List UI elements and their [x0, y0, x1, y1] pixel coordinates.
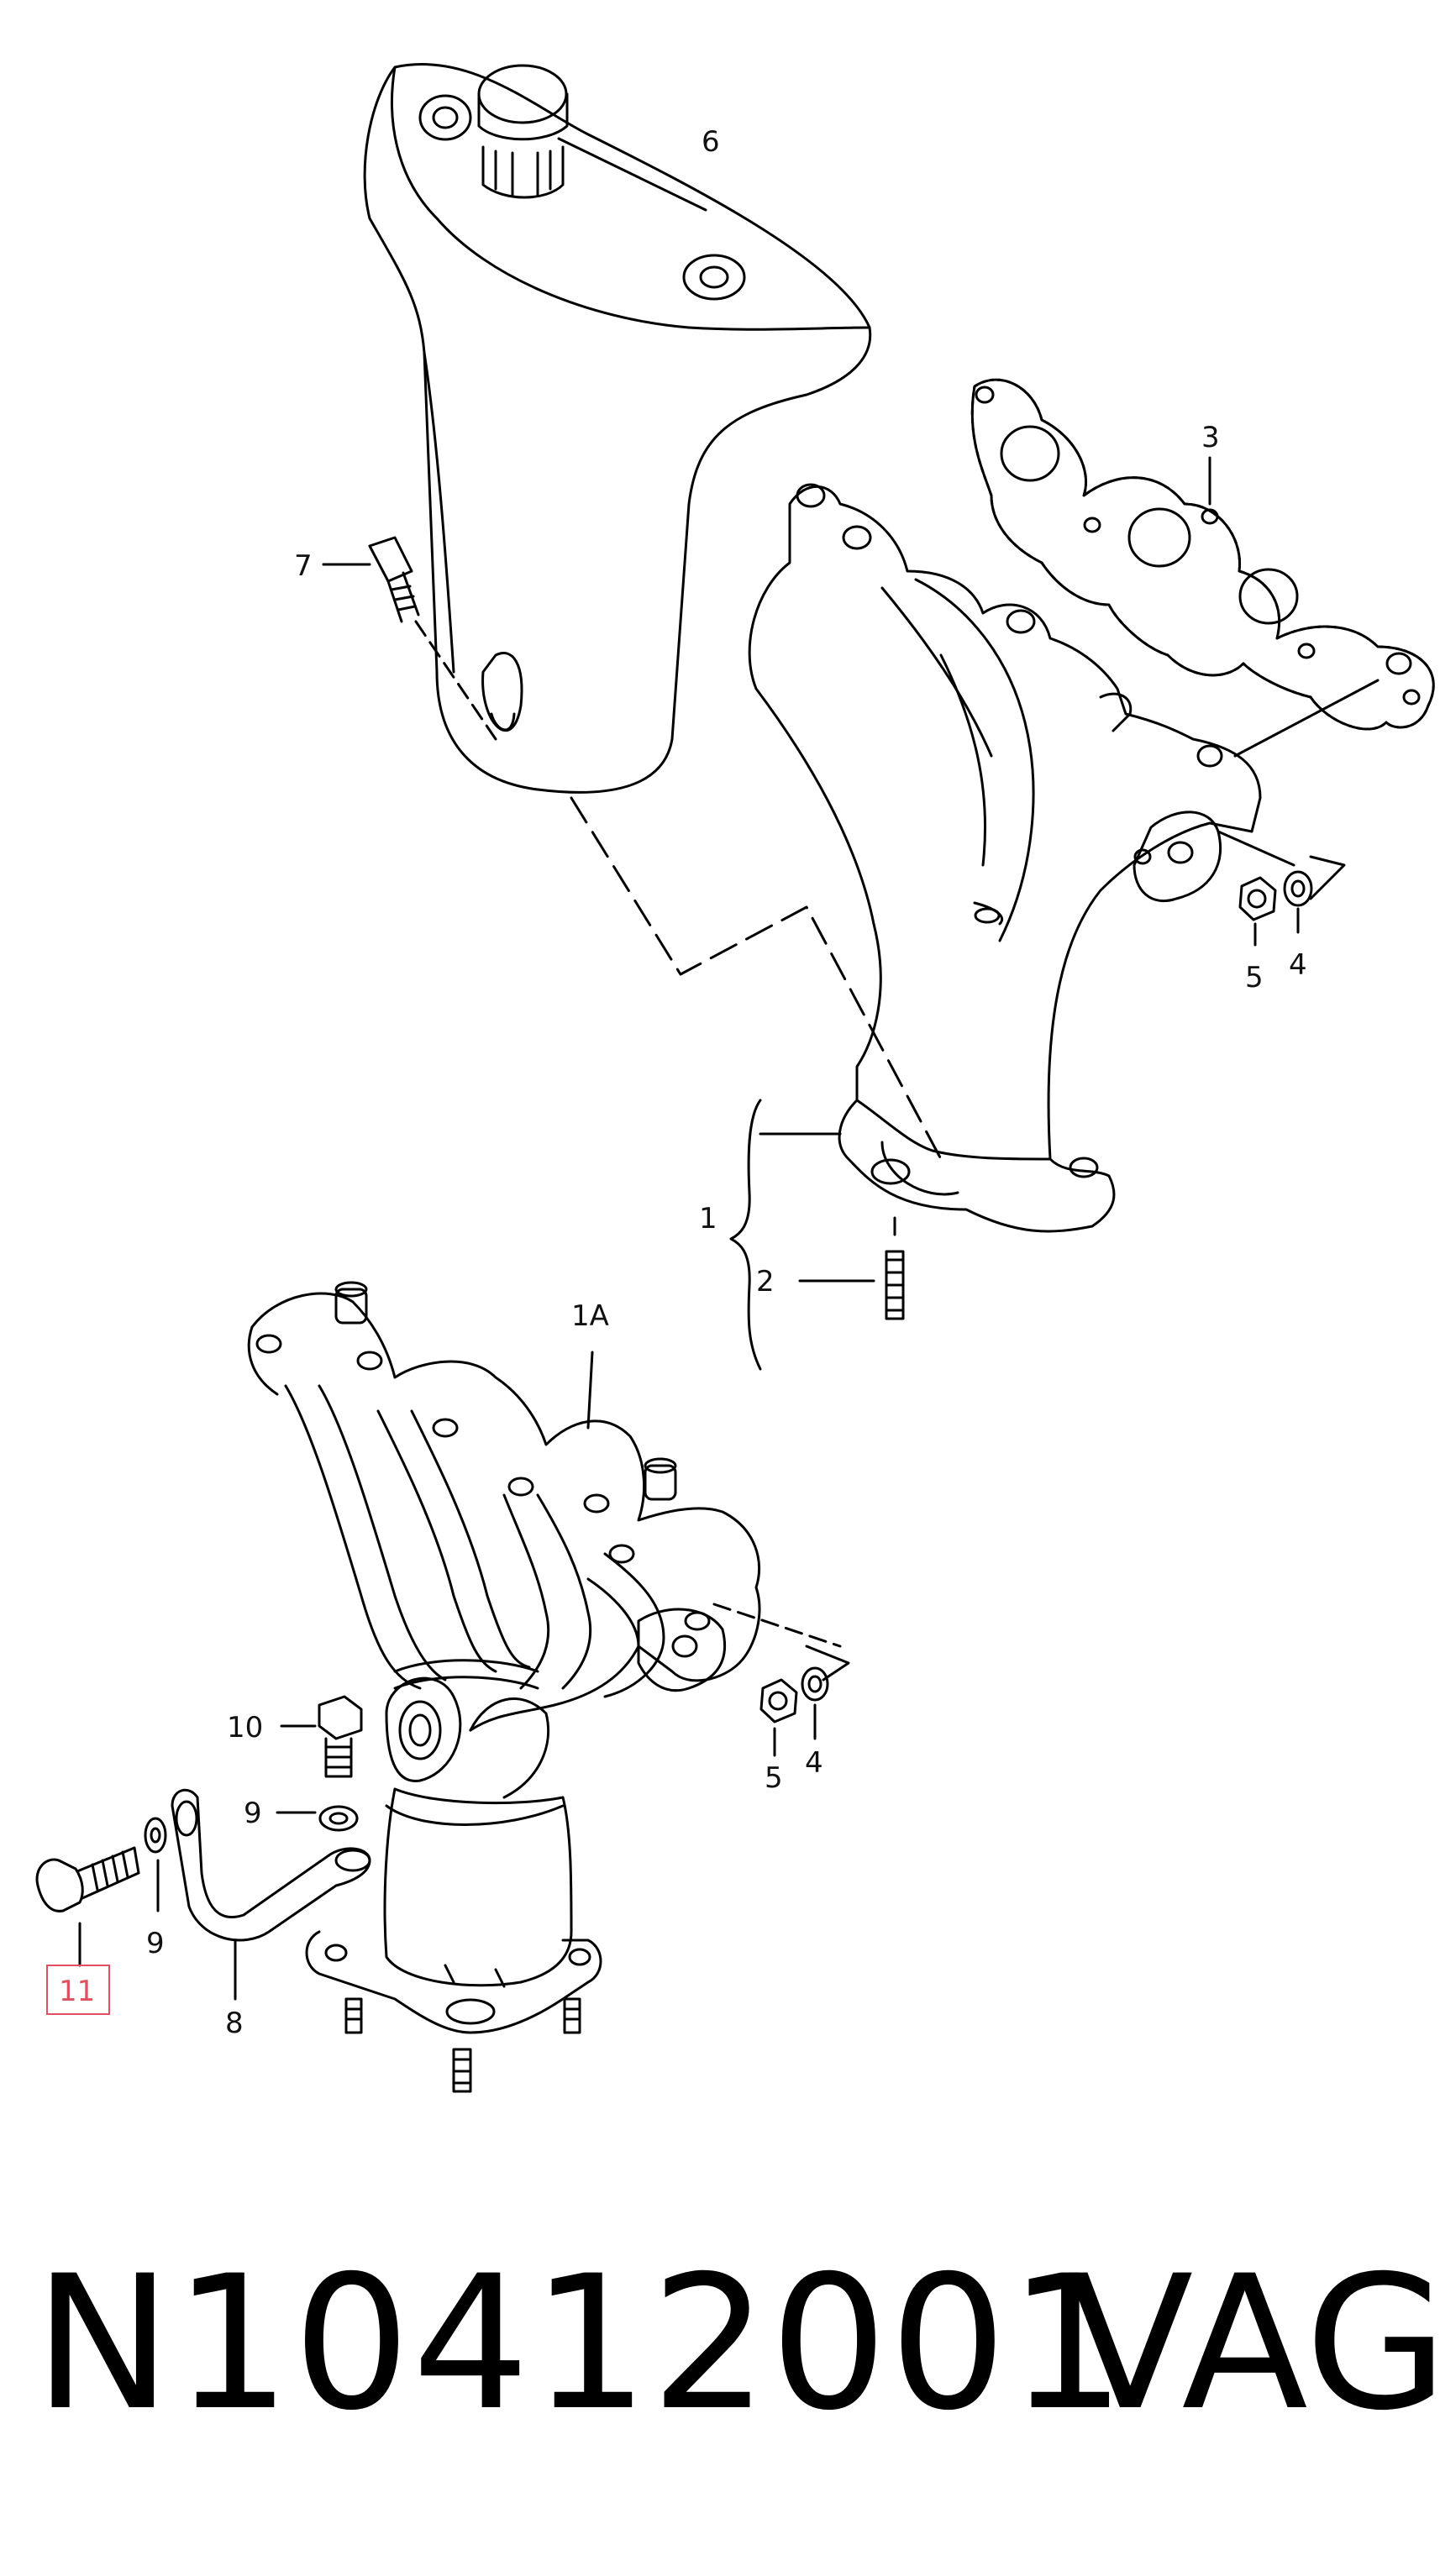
exhaust-manifold-part-1a — [247, 1281, 761, 2093]
washer-part-4-upper — [1283, 870, 1313, 907]
bracket-part-8 — [171, 1788, 371, 1942]
callout-4-upper: 4 — [1289, 948, 1307, 982]
callout-6: 6 — [702, 125, 720, 159]
heat-shield-part-6 — [363, 62, 872, 794]
callout-8: 8 — [225, 2007, 244, 2040]
callout-3: 3 — [1201, 421, 1220, 454]
callout-2: 2 — [756, 1265, 775, 1298]
callout-9-right: 9 — [244, 1797, 262, 1830]
callout-1-bracket — [729, 1099, 762, 1371]
callout-9-left: 9 — [146, 1927, 165, 1960]
callout-5-lower: 5 — [765, 1761, 783, 1795]
bolt-part-10 — [318, 1695, 363, 1778]
nut-part-5-lower — [759, 1678, 798, 1723]
bolt-part-7 — [368, 536, 420, 623]
guide-3 — [1233, 679, 1380, 758]
nut-part-5-upper — [1238, 876, 1277, 921]
callout-11-highlight — [46, 1965, 110, 2015]
part-number: N10412001 — [34, 2236, 1128, 2451]
bolt-part-11 — [35, 1846, 140, 1912]
washer-part-9-right — [318, 1805, 359, 1832]
gasket-part-3 — [970, 378, 1435, 731]
callout-5-upper: 5 — [1245, 961, 1264, 994]
guide-lower-fastener — [805, 1645, 850, 1681]
callout-4-lower: 4 — [805, 1746, 823, 1780]
callout-11: 11 — [59, 1975, 95, 2008]
callout-1a: 1A — [571, 1299, 609, 1333]
washer-part-9-left — [144, 1817, 167, 1854]
dashed-guide-7 — [414, 620, 497, 741]
leader-1a — [586, 1351, 594, 1430]
exploded-parts-diagram: 6 3 7 5 4 1 2 1A 10 9 5 4 9 11 8 — [35, 62, 1435, 2093]
brand-name: VAG — [1067, 2236, 1440, 2451]
callout-10: 10 — [227, 1711, 263, 1744]
exhaust-manifold-part-1 — [748, 483, 1262, 1233]
dashed-guide-1a — [712, 1603, 842, 1648]
leader-6 — [557, 137, 707, 212]
stud-part-2 — [885, 1250, 905, 1320]
washer-part-4-lower — [801, 1666, 829, 1702]
callout-7: 7 — [294, 549, 313, 583]
guide-upper-fastener — [1217, 830, 1346, 900]
callout-1: 1 — [699, 1202, 717, 1236]
